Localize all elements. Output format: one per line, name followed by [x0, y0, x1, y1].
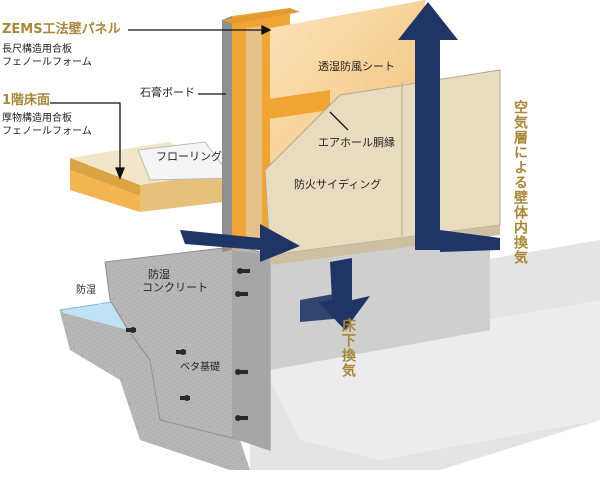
- floor-sub-plywood: 厚物構造用合板: [2, 113, 72, 124]
- foundation-face: [232, 250, 270, 450]
- windproof-sheet-label: 透湿防風シート: [318, 60, 395, 73]
- moisture-sheet-label-2: シート: [76, 297, 106, 308]
- ground-slab: [260, 300, 600, 460]
- wall-stud: [246, 26, 262, 248]
- floor-title: 1階床面: [2, 93, 51, 108]
- panel-top: [222, 8, 300, 24]
- mat-foundation-label: ベタ基礎: [180, 362, 220, 373]
- floor-underside: [140, 170, 240, 212]
- flooring-label: フローリング: [156, 150, 222, 163]
- panel-title: ZEMS工法壁パネル: [2, 22, 121, 37]
- wall-vent-arrow: [398, 2, 458, 250]
- leader-lines: [50, 24, 349, 180]
- moisture-concrete-label-1: 防湿: [148, 268, 170, 281]
- air-hole-batten-label: エアホール胴縁: [318, 136, 395, 149]
- moisture-concrete-label-2: コンクリート: [142, 281, 208, 294]
- moisture-sheet-label-1: 防湿: [76, 285, 96, 296]
- floor-sub-foam: フェノールフォーム: [2, 126, 92, 137]
- floor-vent-arrow-in: [180, 224, 300, 262]
- anchor-bolts: [126, 268, 250, 421]
- floor-vent-arrow-out: [300, 292, 345, 322]
- panel-sub-plywood: 長尺構造用合板: [2, 44, 72, 55]
- fire-siding-label: 防火サイディング: [294, 178, 382, 191]
- underfloor-ventilation-label: 床下換気: [340, 318, 356, 378]
- air-hole-batten: [262, 90, 330, 120]
- gypsum-board-label: 石膏ボード: [140, 86, 195, 99]
- foundation-concrete: [104, 245, 271, 451]
- wall-vent-inlet: [440, 230, 500, 252]
- wall-ventilation-label: 空気層による壁体内換気: [512, 100, 528, 265]
- floor-insulation: [70, 170, 140, 212]
- floor-plywood: [70, 158, 140, 196]
- wall-gypsum: [222, 16, 232, 252]
- panel-sub-foam: フェノールフォーム: [2, 57, 92, 68]
